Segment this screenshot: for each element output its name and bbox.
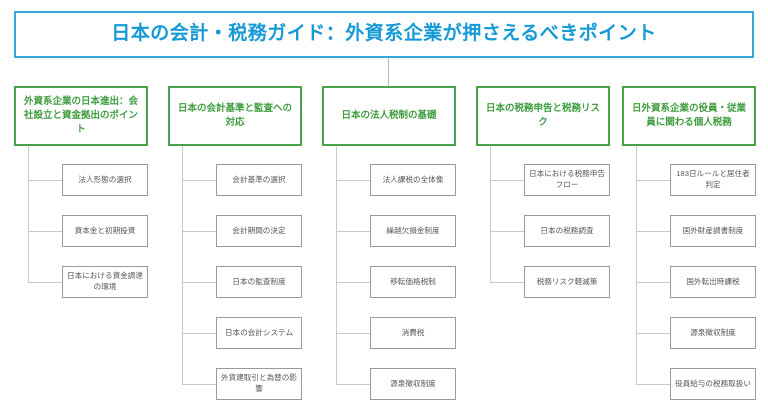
leaf-node-label: 資本金と初期投資 bbox=[74, 225, 136, 235]
leaf-node-label: 役員給与の税務取扱い bbox=[675, 378, 751, 388]
leaf-connector bbox=[28, 180, 62, 181]
leaf-connector bbox=[636, 180, 670, 181]
branch-header-5[interactable]: 日外資系企業の役員・従業員に関わる個人税務 bbox=[622, 86, 756, 146]
leaf-connector bbox=[182, 384, 216, 385]
leaf-node[interactable]: 外貨建取引と為替の影響 bbox=[216, 368, 302, 400]
leaf-node-label: 日本における資金調達の環境 bbox=[67, 271, 143, 291]
leaf-node[interactable]: 国外財産調書制度 bbox=[670, 215, 756, 247]
leaf-node[interactable]: 日本の税務調査 bbox=[524, 215, 610, 247]
leaf-connector bbox=[182, 282, 216, 283]
leaf-node[interactable]: 日本における税務申告フロー bbox=[524, 164, 610, 196]
title-trunk-connector bbox=[388, 58, 389, 86]
branch-spine-2 bbox=[182, 146, 183, 384]
branch-header-4[interactable]: 日本の税務申告と税務リスク bbox=[476, 86, 610, 146]
branch-column-1: 外資系企業の日本進出：会社設立と資金拠出のポイント bbox=[14, 86, 148, 146]
leaf-node-label: 法人課税の全体像 bbox=[382, 174, 444, 184]
branch-header-label: 日本の会計基準と監査への対応 bbox=[177, 103, 292, 128]
leaf-node-label: 外貨建取引と為替の影響 bbox=[221, 373, 297, 393]
leaf-connector bbox=[336, 333, 370, 334]
branch-header-1[interactable]: 外資系企業の日本進出：会社設立と資金拠出のポイント bbox=[14, 86, 148, 146]
leaf-connector bbox=[636, 231, 670, 232]
leaf-node[interactable]: 資本金と初期投資 bbox=[62, 215, 148, 247]
branch-column-4: 日本の税務申告と税務リスク bbox=[476, 86, 610, 146]
leaf-connector bbox=[182, 180, 216, 181]
leaf-node-label: 日本の税務調査 bbox=[540, 225, 594, 235]
leaf-connector bbox=[336, 180, 370, 181]
leaf-node-label: 源泉徴収制度 bbox=[390, 378, 436, 388]
leaf-node-label: 日本の会計システム bbox=[224, 327, 294, 337]
branch-header-label: 外資系企業の日本進出：会社設立と資金拠出のポイント bbox=[23, 96, 138, 135]
leaf-node[interactable]: 会計基準の選択 bbox=[216, 164, 302, 196]
leaf-node[interactable]: 183日ルールと居住者判定 bbox=[670, 164, 756, 196]
leaf-connector bbox=[28, 282, 62, 283]
leaf-node-label: 税務リスク軽減策 bbox=[536, 276, 598, 286]
leaf-node[interactable]: 法人課税の全体像 bbox=[370, 164, 456, 196]
leaf-node-label: 法人形態の選択 bbox=[78, 174, 132, 184]
leaf-connector bbox=[336, 282, 370, 283]
branch-header-label: 日本の税務申告と税務リスク bbox=[485, 103, 600, 128]
leaf-connector bbox=[490, 231, 524, 232]
leaf-node-label: 移転価格税制 bbox=[390, 276, 436, 286]
branch-spine-5 bbox=[636, 146, 637, 384]
leaf-node[interactable]: 消費税 bbox=[370, 317, 456, 349]
leaf-node-label: 日本における税務申告フロー bbox=[529, 169, 605, 189]
leaf-connector bbox=[182, 333, 216, 334]
leaf-node[interactable]: 会計期間の決定 bbox=[216, 215, 302, 247]
leaf-node-label: 国外転出時課税 bbox=[686, 276, 740, 286]
leaf-node[interactable]: 国外転出時課税 bbox=[670, 266, 756, 298]
chart-title-box: 日本の会計・税務ガイド：外資系企業が押さえるべきポイント bbox=[14, 11, 754, 58]
leaf-connector bbox=[636, 333, 670, 334]
leaf-connector bbox=[28, 231, 62, 232]
branch-header-3[interactable]: 日本の法人税制の基礎 bbox=[322, 86, 456, 146]
leaf-node-label: 会計基準の選択 bbox=[232, 174, 286, 184]
branch-spine-4 bbox=[490, 146, 491, 282]
leaf-node-label: 183日ルールと居住者判定 bbox=[676, 169, 750, 189]
leaf-node[interactable]: 日本における資金調達の環境 bbox=[62, 266, 148, 298]
leaf-node-label: 国外財産調書制度 bbox=[682, 225, 744, 235]
leaf-node-label: 会計期間の決定 bbox=[232, 225, 286, 235]
branch-column-2: 日本の会計基準と監査への対応 bbox=[168, 86, 302, 146]
leaf-node-label: 繰越欠損金制度 bbox=[386, 225, 440, 235]
leaf-connector bbox=[336, 384, 370, 385]
leaf-connector bbox=[182, 231, 216, 232]
leaf-connector bbox=[336, 231, 370, 232]
leaf-node[interactable]: 移転価格税制 bbox=[370, 266, 456, 298]
branch-spine-1 bbox=[28, 146, 29, 282]
leaf-connector bbox=[490, 180, 524, 181]
leaf-connector bbox=[490, 282, 524, 283]
branch-header-2[interactable]: 日本の会計基準と監査への対応 bbox=[168, 86, 302, 146]
leaf-node-label: 源泉徴収制度 bbox=[690, 327, 736, 337]
leaf-node[interactable]: 源泉徴収制度 bbox=[670, 317, 756, 349]
leaf-node[interactable]: 日本の監査制度 bbox=[216, 266, 302, 298]
leaf-node-label: 日本の監査制度 bbox=[232, 276, 286, 286]
leaf-node-label: 消費税 bbox=[401, 327, 425, 337]
leaf-node[interactable]: 役員給与の税務取扱い bbox=[670, 368, 756, 400]
leaf-connector bbox=[636, 282, 670, 283]
leaf-connector bbox=[636, 384, 670, 385]
leaf-node[interactable]: 源泉徴収制度 bbox=[370, 368, 456, 400]
branch-header-label: 日外資系企業の役員・従業員に関わる個人税務 bbox=[631, 103, 746, 128]
leaf-node[interactable]: 日本の会計システム bbox=[216, 317, 302, 349]
branch-column-3: 日本の法人税制の基礎 bbox=[322, 86, 456, 146]
leaf-node[interactable]: 繰越欠損金制度 bbox=[370, 215, 456, 247]
chart-title-text: 日本の会計・税務ガイド：外資系企業が押さえるべきポイント bbox=[111, 23, 657, 45]
leaf-node[interactable]: 法人形態の選択 bbox=[62, 164, 148, 196]
branch-column-5: 日外資系企業の役員・従業員に関わる個人税務 bbox=[622, 86, 756, 146]
leaf-node[interactable]: 税務リスク軽減策 bbox=[524, 266, 610, 298]
branch-header-label: 日本の法人税制の基礎 bbox=[341, 110, 437, 122]
branch-spine-3 bbox=[336, 146, 337, 384]
